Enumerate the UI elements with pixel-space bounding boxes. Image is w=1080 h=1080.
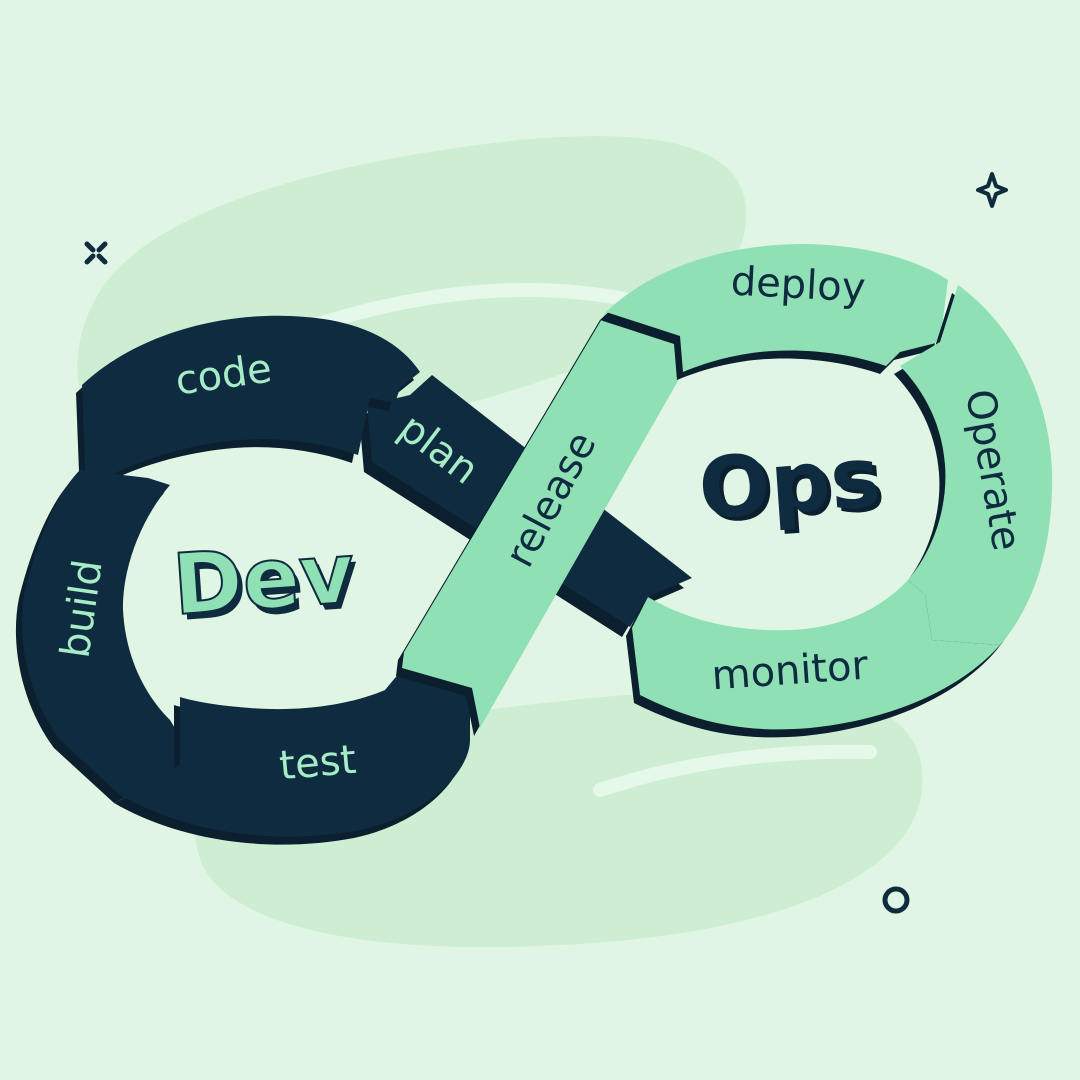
title-dev: Dev Dev bbox=[169, 523, 362, 640]
label-monitor: monitor bbox=[710, 643, 870, 700]
stage-arrow-monitor bbox=[626, 580, 1000, 738]
background-swoosh-1 bbox=[293, 283, 637, 337]
title-ops-text: Ops bbox=[696, 428, 884, 538]
label-test: test bbox=[277, 737, 358, 790]
title-ops: Ops Ops bbox=[696, 428, 888, 542]
stage-arrow-operate bbox=[894, 285, 1053, 653]
sparkle-star-icon bbox=[976, 172, 1008, 208]
title-dev-text: Dev bbox=[170, 524, 358, 634]
stage-arrow-code bbox=[76, 315, 420, 498]
title-dev-shadow: Dev bbox=[174, 530, 362, 640]
ring-icon bbox=[882, 886, 910, 914]
stage-arrow-build bbox=[15, 470, 182, 803]
stage-arrow-test bbox=[114, 668, 470, 845]
label-deploy: deploy bbox=[730, 259, 867, 312]
stage-arrow-release bbox=[396, 312, 683, 736]
background-swoosh-2 bbox=[593, 744, 877, 797]
sparkle-x-icon bbox=[84, 241, 108, 265]
stage-arrow-deploy bbox=[600, 244, 948, 380]
title-ops-shadow: Ops bbox=[700, 432, 888, 542]
